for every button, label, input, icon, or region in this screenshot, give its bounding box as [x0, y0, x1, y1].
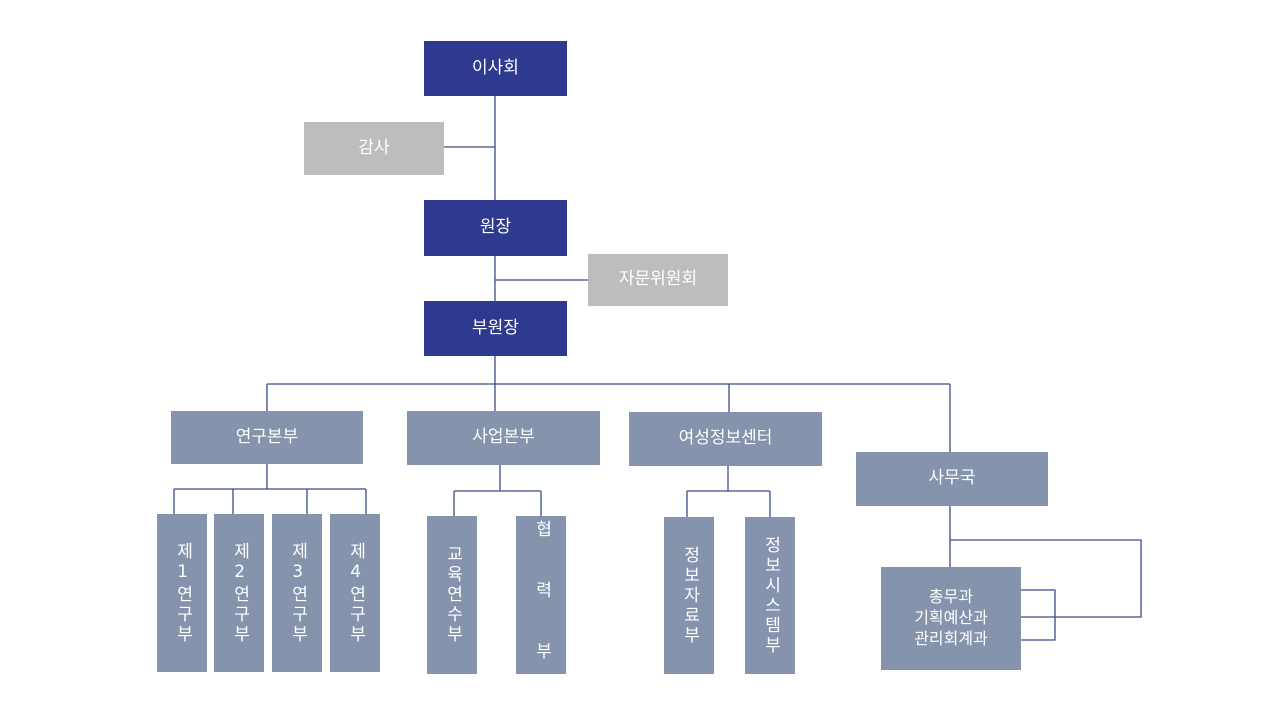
secretariat-sections-box: 총무과 기획예산과 관리회계과 — [881, 567, 1021, 670]
research-unit-1-box: 제1연구부 — [157, 514, 207, 672]
business-division-box: 사업본부 — [407, 411, 600, 465]
vice-president-box: 부원장 — [424, 301, 567, 356]
research-unit-4-box: 제4연구부 — [330, 514, 380, 672]
secretariat-box: 사무국 — [856, 452, 1048, 506]
president-box: 원장 — [424, 200, 567, 256]
audit-box: 감사 — [304, 122, 444, 175]
research-division-box: 연구본부 — [171, 411, 363, 464]
women-info-center-box: 여성정보센터 — [629, 412, 822, 466]
board-box: 이사회 — [424, 41, 567, 96]
info-materials-unit-box: 정보자료부 — [664, 517, 714, 674]
info-systems-unit-box: 정보시스템부 — [745, 517, 795, 674]
advisory-committee-box: 자문위원회 — [588, 254, 728, 306]
research-unit-2-box: 제2연구부 — [214, 514, 264, 672]
research-unit-3-box: 제3연구부 — [272, 514, 322, 672]
cooperation-unit-box: 협 력 부 — [516, 516, 566, 674]
education-training-unit-box: 교육연수부 — [427, 516, 477, 674]
